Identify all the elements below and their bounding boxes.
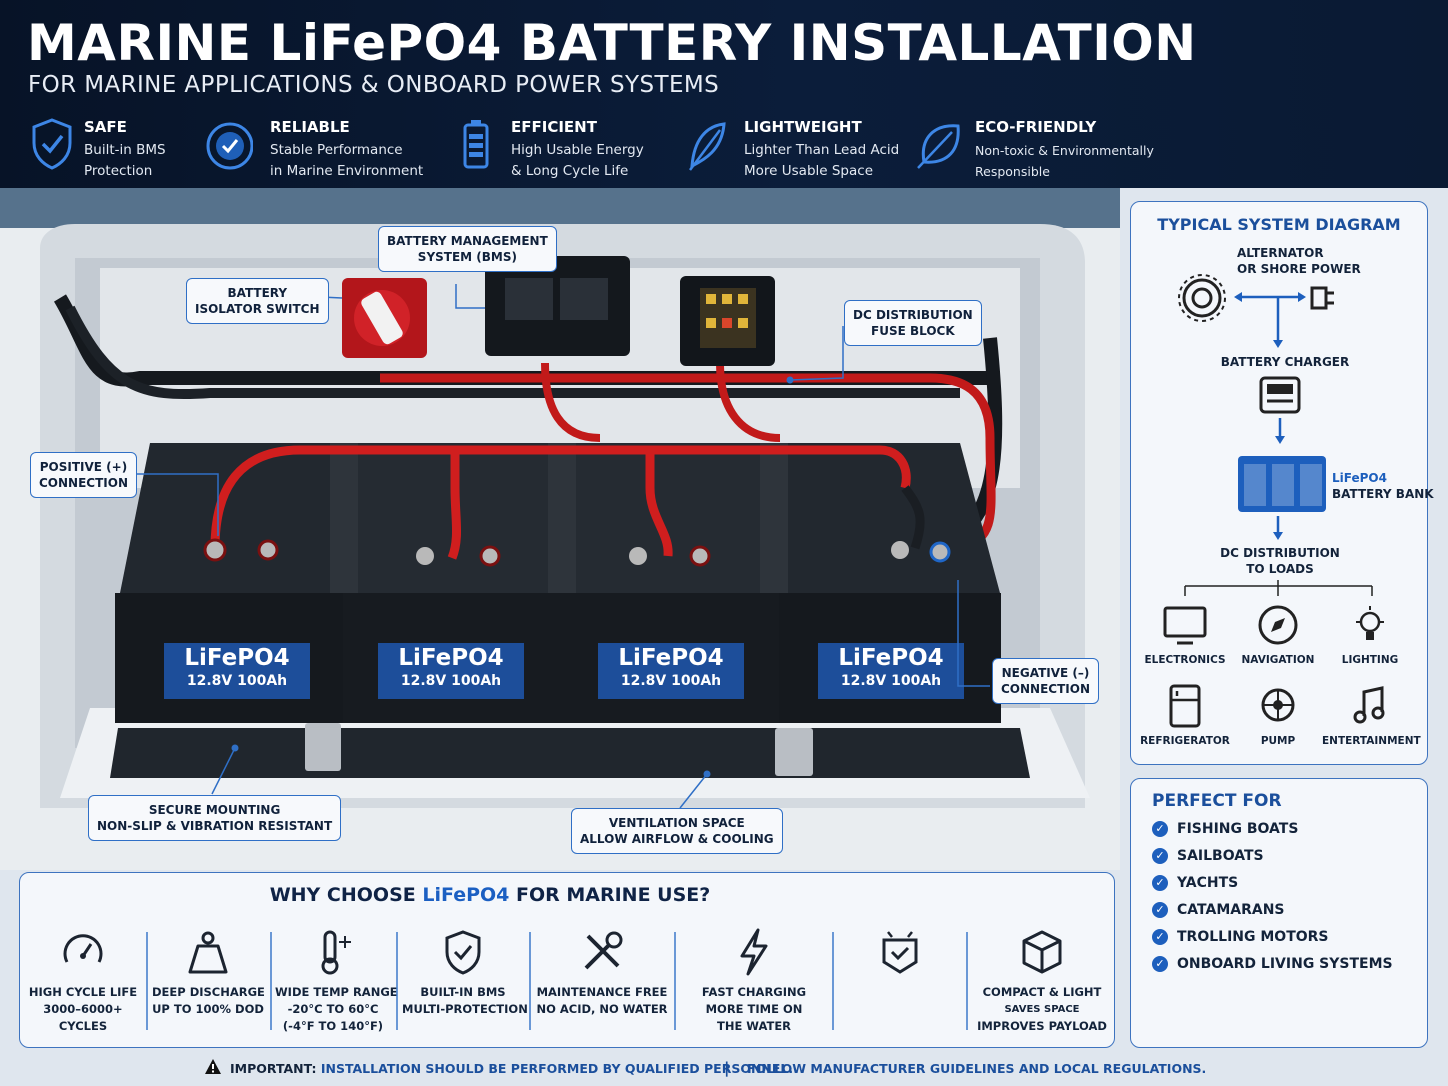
- alternator-icon: [1178, 274, 1226, 322]
- battery-label-3: LiFePO4 12.8V 100Ah: [618, 645, 724, 689]
- weight-icon: [188, 931, 228, 974]
- load-label: ELECTRONICS: [1144, 654, 1226, 666]
- divider: [674, 932, 676, 1030]
- callout-negative-connection: NEGATIVE (–)CONNECTION: [992, 658, 1099, 704]
- perfect-for-title: PERFECT FOR: [1152, 791, 1282, 811]
- feature-desc: High Usable Energy& Long Cycle Life: [511, 142, 644, 179]
- battery-label-1: LiFePO4 12.8V 100Ah: [184, 645, 290, 689]
- battery-label-4: LiFePO4 12.8V 100Ah: [838, 645, 944, 689]
- battery-compartment-illustration: LiFePO4 12.8V 100Ah LiFePO4 12.8V 100Ah …: [0, 188, 1120, 870]
- feature-title: LIGHTWEIGHT: [744, 118, 862, 136]
- feather-icon: [689, 122, 726, 171]
- compass-icon: [1258, 605, 1298, 645]
- feature-title: SAFE: [84, 118, 127, 136]
- gauge-icon: [63, 934, 103, 963]
- system-diagram-title: TYPICAL SYSTEM DIAGRAM: [1157, 215, 1401, 234]
- load-label: PUMP: [1260, 735, 1296, 747]
- benefit-badge: [838, 928, 962, 1038]
- lightning-icon: [740, 928, 768, 976]
- why-choose-title: WHY CHOOSE LiFePO4 FOR MARINE USE?: [269, 884, 711, 906]
- load-label: ENTERTAINMENT: [1322, 735, 1421, 747]
- divider: [396, 932, 398, 1030]
- benefit-temp-range: WIDE TEMP RANGE-20°C TO 60°C(-4°F TO 140…: [275, 928, 398, 1038]
- pump-icon: [1261, 688, 1295, 722]
- alternator-flow: [1178, 274, 1334, 348]
- divider: [270, 932, 272, 1030]
- monitor-icon: [1163, 606, 1207, 645]
- divider: [146, 932, 148, 1030]
- tools-icon: [584, 931, 623, 970]
- load-label: REFRIGERATOR: [1140, 735, 1230, 747]
- battery-icon: [463, 120, 489, 169]
- light-bulb-icon: [1356, 606, 1384, 640]
- warning-icon: [205, 1059, 221, 1074]
- page-subtitle: FOR MARINE APPLICATIONS & ONBOARD POWER …: [28, 72, 720, 98]
- refrigerator-icon: [1169, 684, 1201, 728]
- check-icon: ✓: [1152, 929, 1168, 945]
- footer-separator: |: [724, 1059, 730, 1077]
- divider: [529, 932, 531, 1030]
- divider: [832, 932, 834, 1030]
- leaf-icon: [917, 124, 960, 169]
- feature-title: ECO-FRIENDLY: [975, 118, 1097, 136]
- battery-label-2: LiFePO4 12.8V 100Ah: [398, 645, 504, 689]
- battery-charger-label: BATTERY CHARGER: [1220, 355, 1350, 369]
- shield-check-icon: [445, 930, 481, 975]
- perfect-for-panel: [1130, 778, 1428, 1048]
- box-icon: [1022, 930, 1062, 974]
- badge-check-icon: [882, 931, 918, 974]
- distribution-tree: [1184, 580, 1373, 596]
- check-icon: ✓: [1152, 902, 1168, 918]
- load-label: LIGHTING: [1341, 654, 1399, 666]
- check-icon: ✓: [1152, 848, 1168, 864]
- check-icon: ✓: [1152, 956, 1168, 972]
- compartment-drawing: [0, 188, 1120, 870]
- battery-charger-icon: [1259, 376, 1301, 444]
- battery-4: [770, 443, 1001, 723]
- check-icon: ✓: [1152, 821, 1168, 837]
- shore-power-plug-icon: [1310, 286, 1334, 310]
- shield-check-icon: [32, 118, 72, 170]
- page-title: MARINE LiFePO4 BATTERY INSTALLATION: [27, 14, 1197, 72]
- guidelines-note: FOLLOW MANUFACTURER GUIDELINES AND LOCAL…: [747, 1061, 1207, 1076]
- why-choose-panel: [19, 872, 1115, 1048]
- footer-notice: IMPORTANT: INSTALLATION SHOULD BE PERFOR…: [0, 1054, 1448, 1084]
- feature-title: EFFICIENT: [511, 118, 597, 136]
- callout-positive-connection: POSITIVE (+)CONNECTION: [30, 452, 137, 498]
- check-circle-icon: [206, 122, 253, 170]
- battery-3: [560, 443, 779, 723]
- feature-title: RELIABLE: [270, 118, 350, 136]
- divider: [966, 932, 968, 1030]
- music-note-icon: [1353, 686, 1385, 724]
- load-label: NAVIGATION: [1241, 654, 1315, 666]
- important-note: IMPORTANT: INSTALLATION SHOULD BE PERFOR…: [230, 1061, 794, 1076]
- battery-1: [115, 443, 350, 723]
- thermometer-icon: [321, 930, 351, 975]
- battery-bank-icon: [1238, 456, 1326, 540]
- header-banner: MARINE LiFePO4 BATTERY INSTALLATION FOR …: [0, 0, 1448, 188]
- check-icon: ✓: [1152, 875, 1168, 891]
